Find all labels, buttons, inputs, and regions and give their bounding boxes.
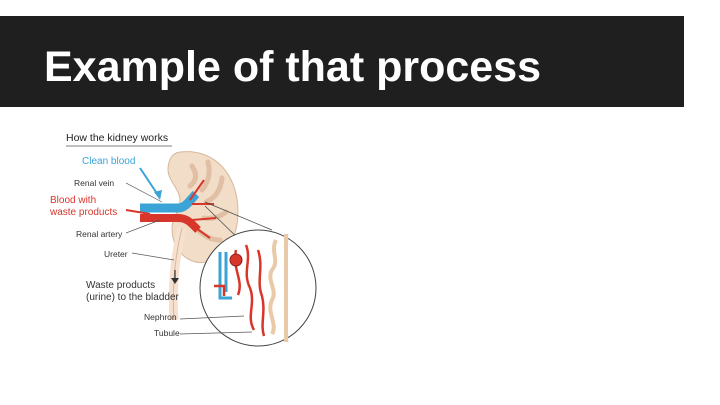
nephron-red-vessel — [214, 284, 226, 296]
kidney-diagram-svg: How the kidney works — [49, 132, 317, 347]
label-renal-vein: Renal vein — [74, 178, 114, 188]
title-bar — [0, 16, 684, 107]
label-renal-artery: Renal artery — [76, 229, 123, 239]
label-waste-products-2: (urine) to the bladder — [86, 292, 180, 303]
clean-blood-arrowhead — [154, 190, 162, 200]
renal-vein-vessel — [140, 190, 200, 213]
label-tubule: Tubule — [154, 328, 180, 338]
glomerulus — [229, 253, 243, 267]
urine-arrowhead — [171, 278, 179, 284]
tubule-path — [268, 234, 288, 342]
ureter-outline — [172, 227, 183, 321]
label-nephron: Nephron — [144, 312, 177, 322]
label-clean-blood: Clean blood — [82, 156, 135, 167]
leader-renal-artery — [125, 219, 161, 234]
zoom-line-top — [204, 201, 273, 231]
waste-blood-arrow — [125, 209, 151, 215]
kidney-pyramids — [187, 159, 229, 243]
leader-tubule — [179, 331, 253, 335]
kidney-diagram: How the kidney works — [40, 120, 340, 360]
label-ureter: Ureter — [104, 249, 128, 259]
label-blood-with-waste-2: waste products — [49, 207, 117, 218]
label-waste-products-1: Waste products — [86, 280, 155, 291]
leader-renal-vein — [125, 182, 163, 203]
leader-nephron — [179, 315, 245, 320]
nephron-zoom-circle — [199, 229, 317, 347]
slide-title: Example of that process — [44, 43, 542, 91]
nephron-blue-vessels — [218, 252, 232, 300]
inner-vessels — [189, 179, 217, 239]
label-blood-with-waste-1: Blood with — [50, 195, 96, 206]
diagram-heading: How the kidney works — [66, 132, 168, 144]
leader-ureter — [131, 252, 175, 261]
